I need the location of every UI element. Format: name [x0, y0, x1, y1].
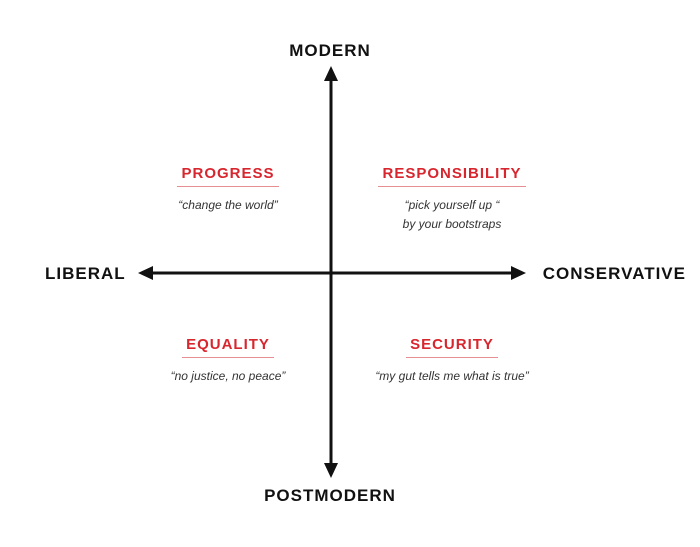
arrow-right-icon — [511, 266, 526, 280]
axis-label-liberal: LIBERAL — [45, 264, 126, 283]
axis-label-postmodern: POSTMODERN — [264, 486, 396, 505]
quadrant-quote: “no justice, no peace” — [170, 369, 286, 383]
quadrant-title: SECURITY — [406, 336, 498, 358]
axis-label-modern: MODERN — [289, 41, 371, 60]
quadrant-title: PROGRESS — [177, 165, 279, 187]
quadrant-quote: “change the world” — [178, 198, 278, 212]
quadrant-quote: “my gut tells me what is true” — [375, 369, 529, 383]
arrow-down-icon — [324, 463, 338, 478]
quadrant-progress: PROGRESS “change the world” — [128, 165, 328, 215]
quadrant-equality: EQUALITY “no justice, no peace” — [128, 336, 328, 386]
arrow-up-icon — [324, 66, 338, 81]
axis-label-conservative: CONSERVATIVE — [542, 264, 686, 283]
quadrant-security: SECURITY “my gut tells me what is true” — [352, 336, 552, 386]
quadrant-responsibility: RESPONSIBILITY “pick yourself up “ by yo… — [352, 165, 552, 234]
quadrant-title: EQUALITY — [182, 336, 274, 358]
quadrant-quote: “pick yourself up “ by your bootstraps — [402, 198, 502, 231]
quadrant-title: RESPONSIBILITY — [378, 165, 526, 187]
arrow-left-icon — [138, 266, 153, 280]
